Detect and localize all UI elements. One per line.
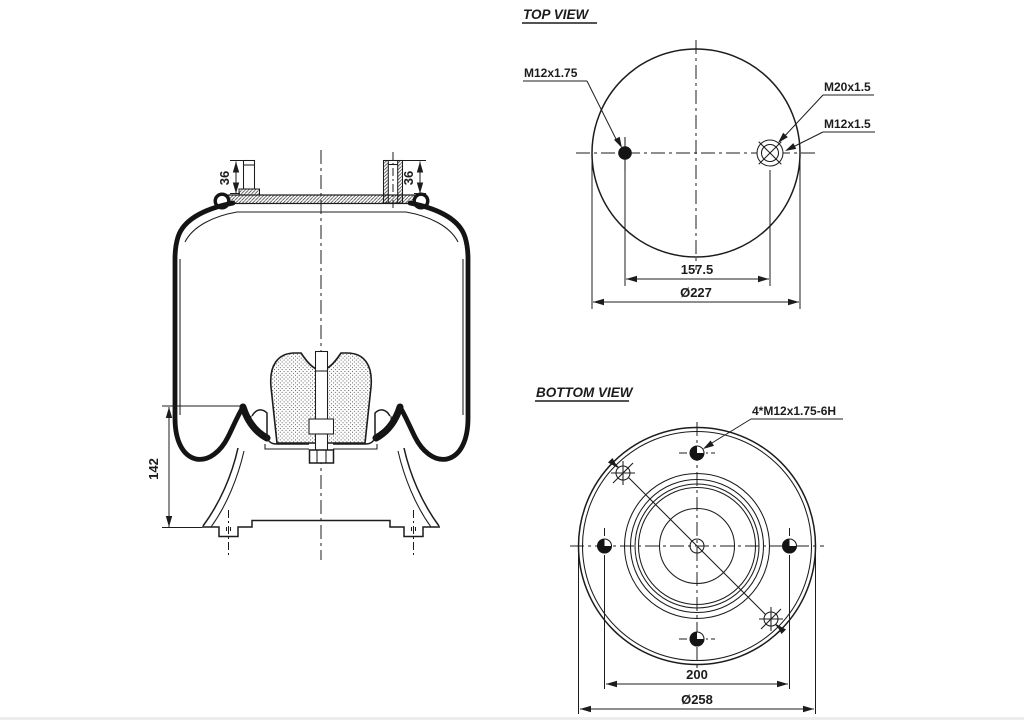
piston-bowl (250, 409, 392, 450)
thread-symbol-upper-left (607, 457, 635, 485)
dim-227: Ø227 (680, 285, 712, 300)
bolt-holes (596, 445, 798, 647)
top-view-title: TOP VIEW (523, 7, 590, 22)
mounting-stud-left (238, 159, 260, 196)
base-plate (202, 510, 440, 556)
callout-thread-holes: 4*M12x1.75-6H (701, 404, 843, 452)
dimension-piston-height: 142 (146, 405, 240, 528)
bolt-hole-bottom (679, 631, 715, 647)
dim-157-5: 157.5 (681, 262, 714, 277)
top-view: TOP VIEW M12x1.75 M20x1.5 (522, 7, 875, 309)
callout-m12x175: M12x1.75 (523, 66, 625, 150)
lobe-crease-right (372, 403, 404, 442)
dimension-stud-spacing: 157.5 (624, 163, 771, 286)
hex-nut (308, 449, 335, 464)
bolt-hole-top (679, 445, 715, 461)
dimension-hole-spacing: 200 (604, 556, 790, 689)
bottom-view: BOTTOM VIEW (535, 385, 843, 714)
air-fitting-marker (756, 139, 784, 167)
label-m20x15: M20x1.5 (824, 80, 871, 94)
bellows-outline (172, 200, 471, 462)
dim-200: 200 (686, 667, 708, 682)
dimension-stud-left: 36 (217, 160, 243, 194)
dim-142: 142 (146, 458, 161, 480)
bolt-hole-left (596, 528, 613, 564)
label-m12x15: M12x1.5 (824, 117, 871, 131)
dim-258: Ø258 (681, 692, 713, 707)
dim-36-left: 36 (217, 171, 232, 185)
dimension-stud-right: 36 (401, 160, 426, 194)
label-m12x175: M12x1.75 (524, 66, 578, 80)
callout-m12x15: M12x1.5 (783, 117, 875, 154)
center-bolt (308, 350, 335, 464)
label-4xm12: 4*M12x1.75-6H (752, 404, 836, 418)
page-bottom-edge (0, 717, 1024, 720)
thread-symbol-lower-right (759, 607, 787, 635)
side-view: 36 36 142 (146, 150, 471, 560)
bolt-hole-right (781, 528, 798, 564)
bottom-view-title: BOTTOM VIEW (536, 385, 634, 400)
dimension-plate-diameter: Ø227 (591, 158, 801, 309)
callout-m20x15: M20x1.5 (775, 80, 874, 146)
dimension-base-diameter: Ø258 (578, 551, 816, 714)
diagonal-thread-holes (607, 457, 787, 635)
air-fitting-boss (382, 152, 404, 209)
piston-skirt (202, 447, 440, 528)
dim-36-right: 36 (401, 171, 416, 185)
